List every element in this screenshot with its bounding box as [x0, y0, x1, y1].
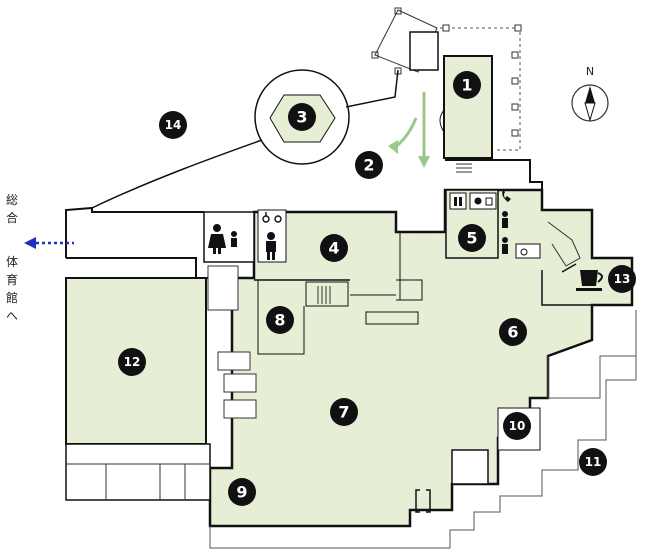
stairs-8-steps: [317, 286, 331, 304]
exit-arrow-head: [24, 237, 36, 249]
svg-text:4: 4: [328, 239, 339, 258]
svg-text:3: 3: [296, 108, 307, 127]
male-icon-5: [502, 211, 508, 228]
counter-u: [365, 311, 419, 325]
area-12: [65, 277, 207, 445]
marker-1[interactable]: 1: [453, 71, 481, 99]
svg-text:14: 14: [165, 118, 182, 132]
marker-9[interactable]: 9: [228, 478, 256, 506]
toilet-icon: [469, 192, 497, 210]
marker-14[interactable]: 14: [159, 111, 187, 139]
room-13-outline: [541, 209, 633, 306]
female-icon-5: [502, 237, 508, 254]
svg-text:11: 11: [585, 455, 602, 469]
bottom-outline: [209, 310, 637, 549]
svg-text:7: 7: [338, 403, 349, 422]
bottom-door-bracket: [415, 489, 431, 513]
left-corridor-lower: [66, 257, 210, 279]
wheelchair-icon-5: [515, 243, 541, 259]
room-13-door: [561, 263, 577, 273]
svg-text:N: N: [586, 65, 594, 78]
exit-label: 総 合 体 育 館 へ: [6, 193, 18, 323]
walkway-14: [91, 139, 263, 209]
baby-care-icon: [231, 231, 237, 247]
marker-3[interactable]: 3: [288, 103, 316, 131]
upper-building-outline: [440, 27, 521, 151]
stairs-8: [305, 281, 349, 307]
marker-2[interactable]: 2: [355, 151, 383, 179]
left-stairs: [207, 265, 257, 419]
counter-l: [396, 279, 423, 301]
corridor-top: [445, 159, 543, 190]
left-strip: [65, 443, 211, 501]
stairs-icon: [456, 159, 472, 173]
marker-13[interactable]: 13: [608, 265, 636, 293]
area-1-bump: [439, 109, 445, 133]
svg-text:9: 9: [236, 483, 247, 502]
svg-text:12: 12: [124, 355, 141, 369]
marker-10[interactable]: 10: [503, 412, 531, 440]
box-bottom: [451, 449, 489, 485]
svg-text:5: 5: [466, 229, 477, 248]
svg-text:2: 2: [363, 156, 374, 175]
male-icon: [266, 232, 276, 260]
svg-text:へ: へ: [6, 309, 18, 323]
svg-text:6: 6: [507, 323, 518, 342]
cafe-cup-icon: [576, 270, 603, 291]
entrance-box: [409, 31, 439, 71]
compass-icon: N: [571, 65, 609, 122]
left-strip-divisions: [66, 463, 210, 500]
svg-text:合: 合: [6, 210, 18, 225]
svg-text:総: 総: [6, 193, 18, 207]
tilted-structure: [374, 9, 438, 73]
elevator-icon: [449, 192, 467, 210]
route-arrows: [393, 92, 426, 158]
svg-text:館: 館: [6, 290, 18, 305]
svg-text:体: 体: [6, 255, 18, 269]
female-icon: [208, 224, 226, 254]
marker-6[interactable]: 6: [499, 318, 527, 346]
marker-4[interactable]: 4: [320, 234, 348, 262]
phone-icon: [502, 190, 511, 202]
marker-11[interactable]: 11: [579, 448, 607, 476]
marker-5[interactable]: 5: [458, 224, 486, 252]
route-arrow-head-1: [418, 156, 430, 168]
svg-text:13: 13: [614, 272, 631, 286]
svg-text:10: 10: [509, 419, 526, 433]
walkway-3-connector: [345, 69, 399, 108]
svg-text:育: 育: [6, 272, 18, 287]
outer-steps: [547, 355, 636, 399]
route-arrow-head-2: [388, 140, 398, 154]
marker-12[interactable]: 12: [118, 348, 146, 376]
room-8-walls: [257, 280, 305, 355]
room-13-diag: [547, 221, 581, 267]
left-corridor: [65, 206, 204, 258]
svg-text:8: 8: [274, 311, 285, 330]
svg-text:1: 1: [461, 76, 472, 95]
wheelchair-icon: [262, 212, 282, 223]
marker-8[interactable]: 8: [266, 306, 294, 334]
marker-7[interactable]: 7: [330, 398, 358, 426]
